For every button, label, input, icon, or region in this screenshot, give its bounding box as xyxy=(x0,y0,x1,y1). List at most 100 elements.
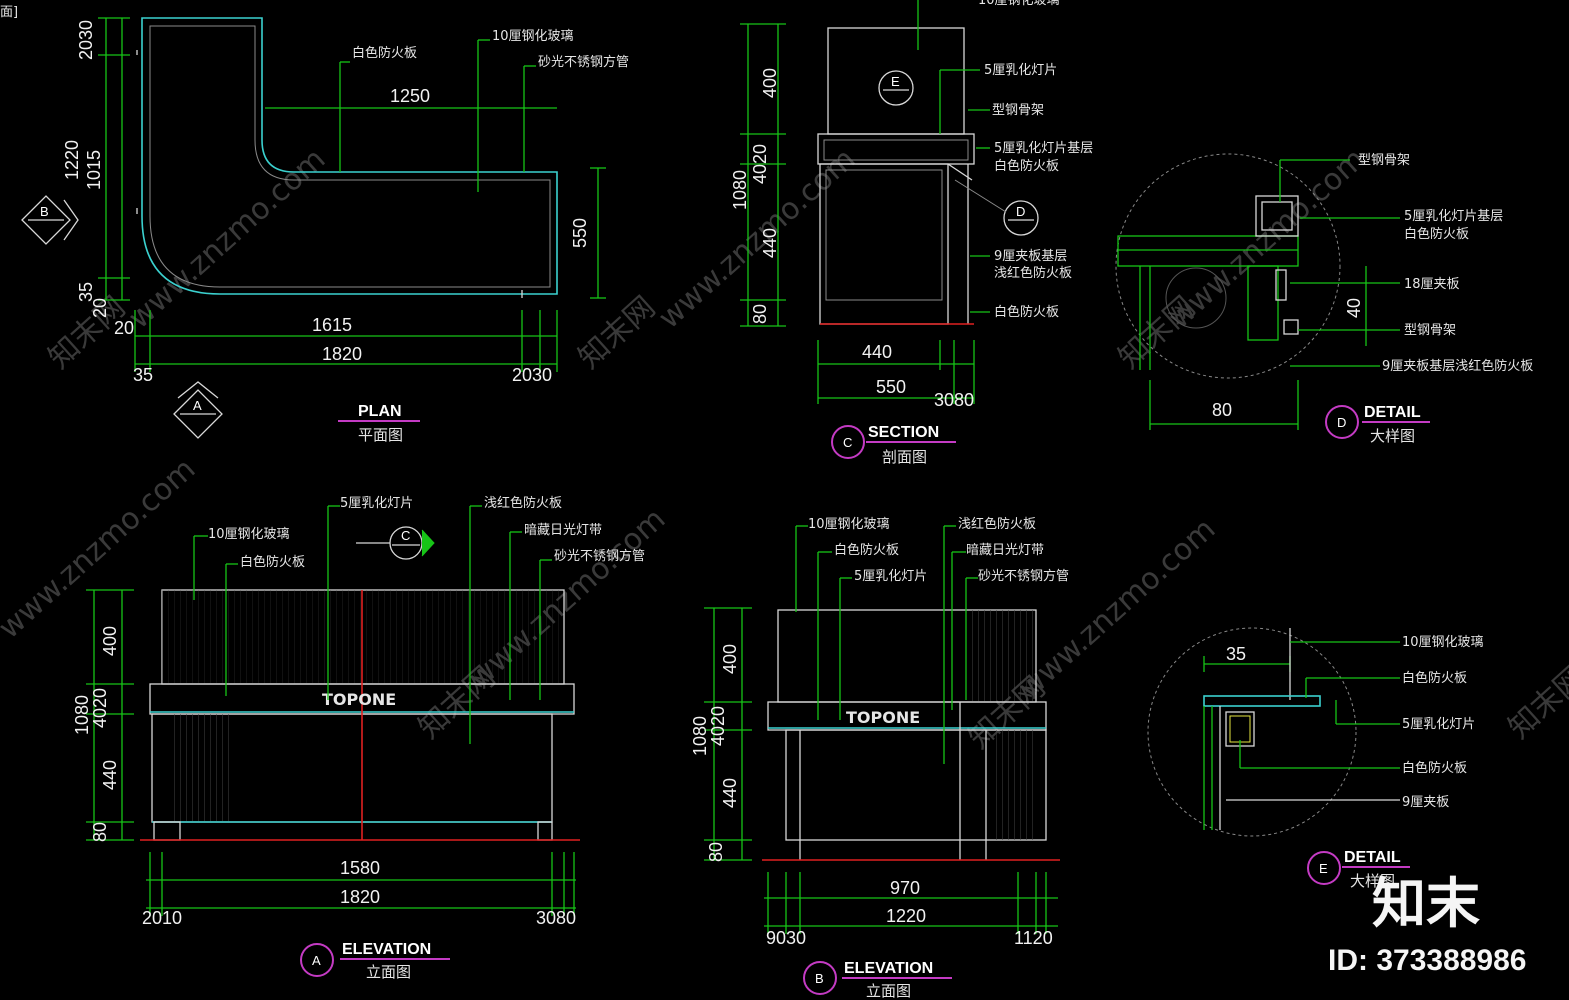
dim-20: 20 xyxy=(114,318,134,338)
dim-400: 400 xyxy=(720,644,740,674)
dim-1820: 1820 xyxy=(340,887,380,907)
elev-b-title-en: ELEVATION xyxy=(844,960,933,977)
dim-35: 35 xyxy=(133,365,153,385)
dim-1220: 1220 xyxy=(62,140,82,180)
label-lamp-base: 5厘乳化灯片基层 xyxy=(994,141,1093,156)
brand-id: ID: 373388986 xyxy=(1328,944,1527,977)
dim-35: 35 xyxy=(1226,644,1246,664)
plan-title-en: PLAN xyxy=(358,403,402,420)
label-lamp: 5厘乳化灯片 xyxy=(1402,717,1475,732)
brand-overlay: 知末 ID: 373388986 xyxy=(1328,872,1527,977)
label-lamp: 5厘乳化灯片 xyxy=(984,63,1057,78)
label-plywood9: 9厘夹板 xyxy=(1402,795,1449,810)
dim-80: 80 xyxy=(750,304,770,324)
detail-e-title-en: DETAIL xyxy=(1344,849,1401,866)
dim-4020: 4020 xyxy=(90,688,110,728)
dim-1080: 1080 xyxy=(72,695,92,735)
label-plywood9-pink: 9厘夹板基层浅红色防火板 xyxy=(1382,358,1533,374)
section-bubble: C xyxy=(843,435,852,450)
label-white-board: 白色防火板 xyxy=(994,158,1059,174)
detail-e-title-cn: 大样图 xyxy=(1350,872,1395,890)
label-glass: 10厘钢化玻璃 xyxy=(208,527,290,542)
label-pink-board: 浅红色防火板 xyxy=(994,265,1072,281)
dim-80: 80 xyxy=(1212,400,1232,420)
dim-3080: 3080 xyxy=(934,390,974,410)
label-steel-tube: 砂光不锈钢方管 xyxy=(978,568,1069,584)
detail-e-view: 35 10厘钢化玻璃 白色防火板 5厘乳化灯片 白色防火板 9厘夹板 E DET… xyxy=(1147,627,1484,890)
logo-topone-a: TOPONE xyxy=(322,690,396,709)
label-plywood9: 9厘夹板基层 xyxy=(994,249,1067,264)
elevation-b-view: TOPONE 400 1080 4020 440 80 970 1220 903… xyxy=(690,516,1069,1000)
watermark-text: 知末网 xyxy=(1502,660,1569,746)
dim-440: 440 xyxy=(720,778,740,808)
elev-b-title-cn: 立面图 xyxy=(866,982,911,1000)
elev-a-bubble: A xyxy=(312,953,321,968)
label-lamp: 5厘乳化灯片 xyxy=(854,569,927,584)
plan-title-cn: 平面图 xyxy=(358,426,403,444)
detail-d-view: 型钢骨架 5厘乳化灯片基层 白色防火板 18厘夹板 型钢骨架 9厘夹板基层浅红色… xyxy=(1115,153,1533,445)
label-plywood18: 18厘夹板 xyxy=(1404,277,1460,292)
label-white-board-2: 白色防火板 xyxy=(994,304,1059,320)
label-frame: 型钢骨架 xyxy=(992,103,1044,118)
watermark-text: www.znzmo.com xyxy=(122,142,332,336)
label-glass: 10厘钢化玻璃 xyxy=(1402,635,1484,650)
dim-1120: 1120 xyxy=(1014,928,1053,948)
section-marker-c: C xyxy=(356,526,435,560)
label-white-board: 白色防火板 xyxy=(834,542,899,558)
label-pink-board: 浅红色防火板 xyxy=(958,516,1036,532)
section-title-cn: 剖面图 xyxy=(882,448,927,466)
dim-1015: 1015 xyxy=(84,150,104,190)
label-pink-board: 浅红色防火板 xyxy=(484,495,562,511)
dim-35-v: 35 xyxy=(76,282,96,302)
dim-1080: 1080 xyxy=(690,716,710,756)
dim-9030: 9030 xyxy=(766,928,806,948)
dim-4020: 4020 xyxy=(708,706,728,746)
label-lamp-base: 5厘乳化灯片基层 xyxy=(1404,209,1503,224)
label-white-board: 白色防火板 xyxy=(1404,226,1469,242)
corner-mark: 面] xyxy=(0,5,18,20)
detail-e-bubble: E xyxy=(1319,861,1328,876)
detail-d-bubble: D xyxy=(1337,415,1346,430)
plan-view: 白色防火板 10厘钢化玻璃 砂光不锈钢方管 1250 550 1615 1820… xyxy=(21,17,629,444)
label-steel-tube: 砂光不锈钢方管 xyxy=(538,54,629,70)
logo-topone-b: TOPONE xyxy=(846,708,920,727)
elevation-a-view: TOPONE 400 1080 4020 440 80 1580 1820 20… xyxy=(72,495,645,981)
watermark-text: 知末网 xyxy=(572,290,662,376)
dim-550-h: 550 xyxy=(876,377,906,397)
label-hidden-light: 暗藏日光灯带 xyxy=(524,523,602,538)
dim-440: 440 xyxy=(760,228,780,258)
dim-80: 80 xyxy=(90,822,110,842)
dim-1220: 1220 xyxy=(886,906,926,926)
dim-80: 80 xyxy=(706,842,726,862)
section-view: E D 400 1080 4020 440 80 440 550 3080 xyxy=(730,0,1093,466)
marker-c-label: C xyxy=(401,528,410,543)
dim-440-h: 440 xyxy=(862,342,892,362)
label-white-board: 白色防火板 xyxy=(240,554,305,570)
label-glass-top: 10厘钢化玻璃 xyxy=(978,0,1060,8)
dim-400: 400 xyxy=(100,626,120,656)
section-title-en: SECTION xyxy=(868,424,939,441)
watermark-text: www.znzmo.com xyxy=(1162,142,1372,336)
dim-550: 550 xyxy=(570,218,590,248)
dim-970: 970 xyxy=(890,878,920,898)
elev-a-title-cn: 立面图 xyxy=(366,963,411,981)
elev-a-title-en: ELEVATION xyxy=(342,941,431,958)
marker-e-label: E xyxy=(891,74,900,89)
detail-d-title-en: DETAIL xyxy=(1364,404,1421,421)
label-frame-2: 型钢骨架 xyxy=(1404,323,1456,338)
dim-1250: 1250 xyxy=(390,86,430,106)
label-frame: 型钢骨架 xyxy=(1358,153,1410,168)
marker-d-label: D xyxy=(1016,204,1025,219)
label-white-board-2: 白色防火板 xyxy=(1402,760,1467,776)
detail-d-title-cn: 大样图 xyxy=(1370,427,1415,445)
dim-40: 40 xyxy=(1344,298,1364,318)
section-marker-b: B xyxy=(21,195,79,245)
dim-440: 440 xyxy=(100,760,120,790)
marker-b-label: B xyxy=(40,204,49,219)
dim-1080: 1080 xyxy=(730,170,750,210)
dim-2010: 2010 xyxy=(142,908,182,928)
label-steel-tube: 砂光不锈钢方管 xyxy=(554,548,645,564)
dim-2030-v: 2030 xyxy=(76,20,96,60)
brand-logo: 知末 xyxy=(1372,872,1480,935)
